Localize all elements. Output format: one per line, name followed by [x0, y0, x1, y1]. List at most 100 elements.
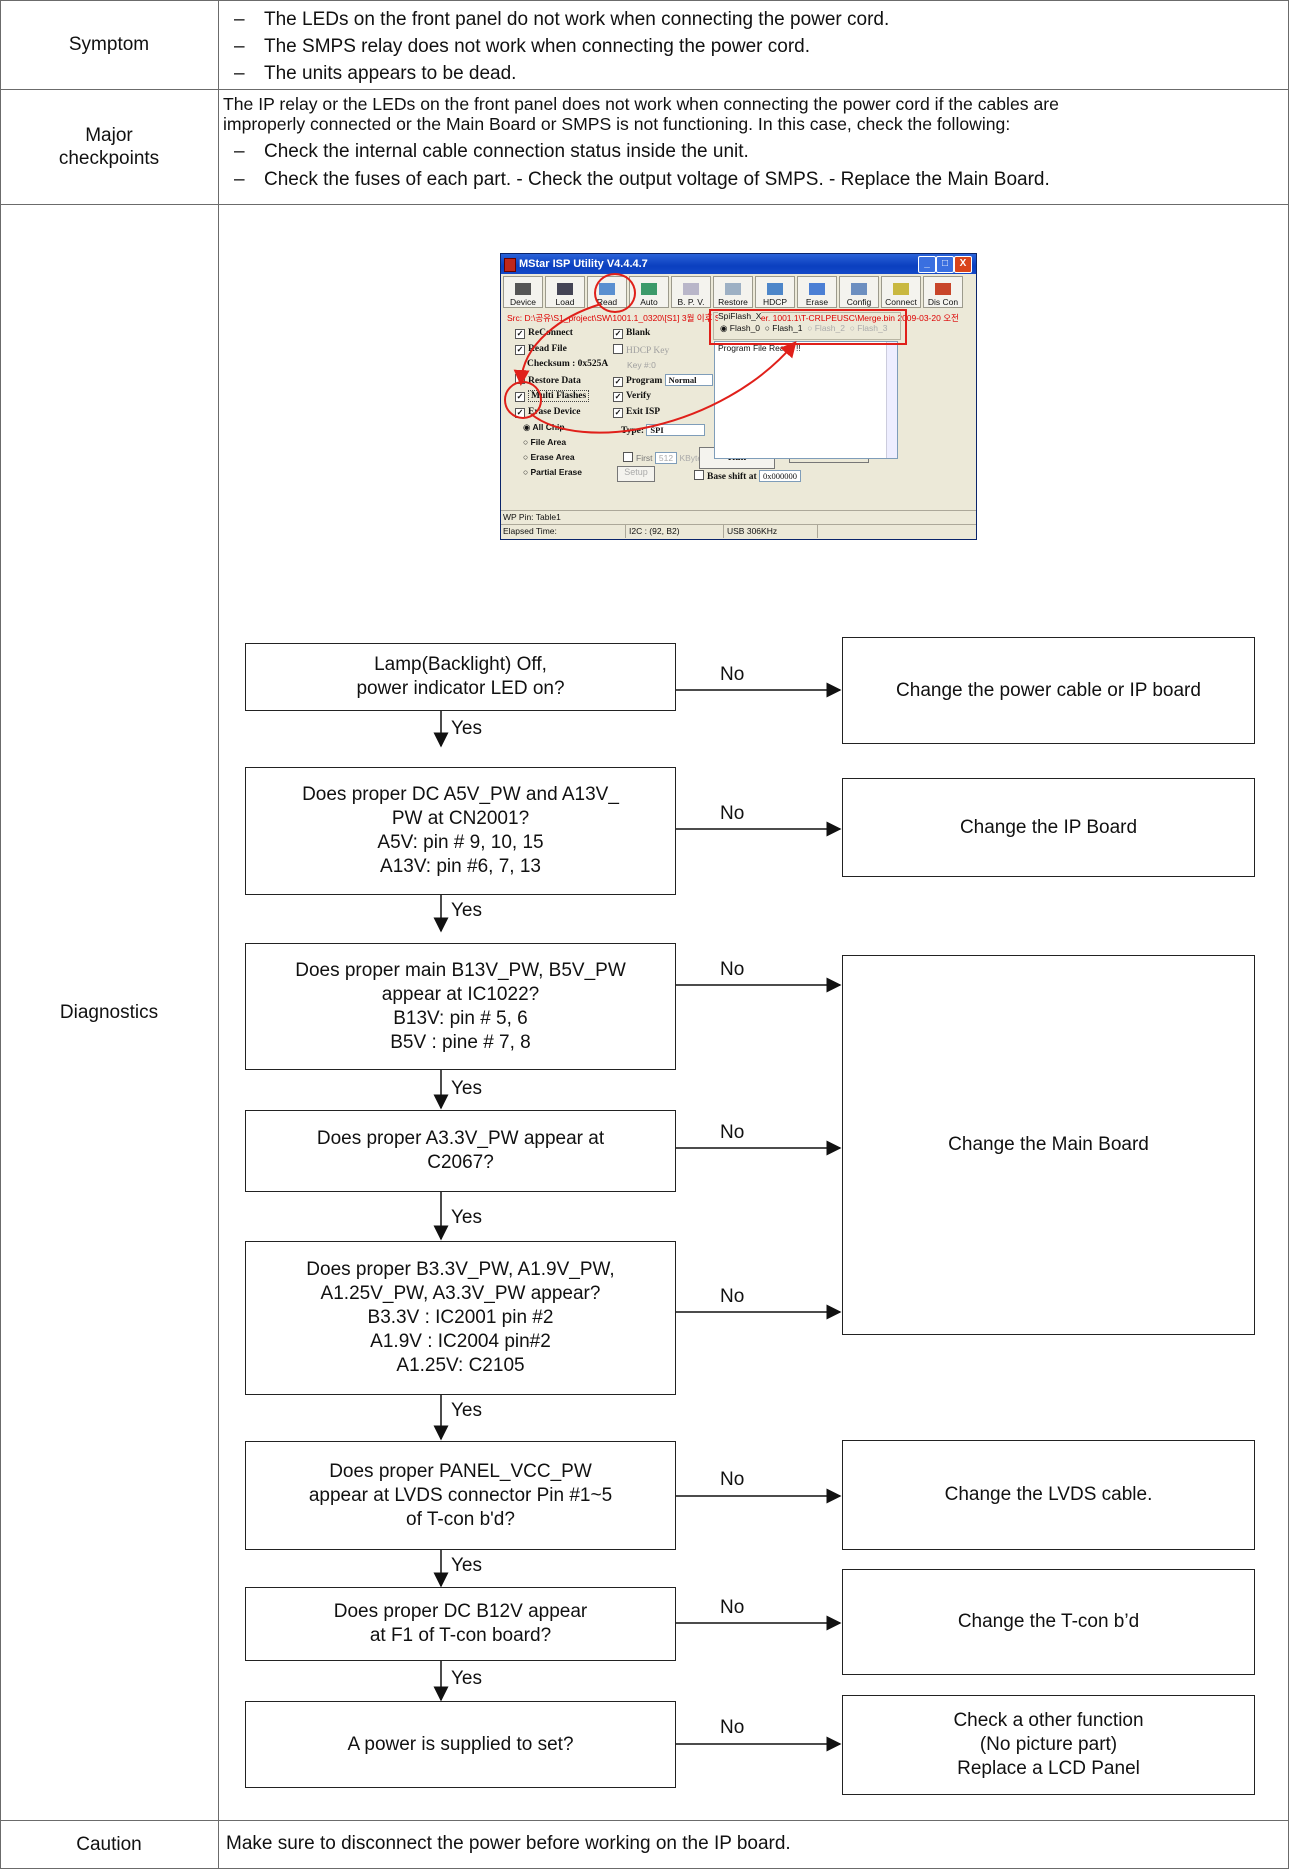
box-line: Change the T-con b’d	[957, 1611, 1140, 1632]
major-paragraph-line: The IP relay or the LEDs on the front pa…	[223, 94, 1059, 114]
bullet-dash: –	[234, 169, 245, 190]
box-line: B5V : pine # 7, 8	[390, 1031, 531, 1053]
box-line: Change the LVDS cable.	[944, 1484, 1153, 1505]
symptom-text: The LEDs on the front panel do not work …	[264, 9, 890, 30]
box-line: A13V: pin #6, 7, 13	[380, 856, 541, 877]
log-scrollbar	[886, 342, 897, 458]
config-button: Config	[839, 276, 879, 308]
decision-ic1022: Does proper main B13V_PW, B5V_PW appear …	[245, 943, 676, 1070]
row-divider	[0, 89, 1289, 90]
diagnostics-label: Diagnostics	[59, 1001, 159, 1023]
status-wp-pin: WP Pin: Table1	[501, 510, 976, 524]
highlight-auto-circle	[594, 273, 636, 313]
row-divider	[0, 1820, 1289, 1821]
tb-label: Connect	[885, 297, 917, 307]
box-line: appear at IC1022?	[381, 983, 540, 1005]
tb-label: Config	[846, 297, 872, 307]
column-divider	[218, 0, 219, 1869]
restore-button: Restore	[713, 276, 753, 308]
no-label: No	[720, 1469, 745, 1490]
checkbox-icon	[694, 470, 704, 480]
action-lvds-cable: Change the LVDS cable.	[842, 1440, 1255, 1550]
setup-button: Setup	[617, 466, 655, 482]
no-label: No	[720, 959, 745, 980]
caution-label: Caution	[76, 1833, 142, 1855]
restore-icon	[725, 283, 741, 295]
major-checkpoints-label: Major checkpoints	[0, 89, 218, 204]
action-power-cable: Change the power cable or IP board	[842, 637, 1255, 744]
status-bar: Elapsed Time: I2C : (92, B2) USB 306KHz	[501, 524, 976, 538]
table-border-left	[0, 0, 1, 1869]
hdcp-button: HDCP	[755, 276, 795, 308]
yes-label: Yes	[451, 1555, 482, 1576]
device-button: Device	[503, 276, 543, 308]
box-line: A power is supplied to set?	[347, 1733, 574, 1755]
box-line: A1.25V_PW, A3.3V_PW appear?	[320, 1283, 601, 1304]
decision-b12v: Does proper DC B12V appear at F1 of T-co…	[245, 1587, 676, 1661]
tb-label: Auto	[640, 297, 658, 307]
tb-label: Erase	[805, 297, 829, 307]
box-line: (No picture part)	[979, 1734, 1118, 1755]
flash-label: Flash_3	[857, 323, 888, 333]
tb-label: Dis Con	[927, 297, 959, 307]
elapsed-label: Elapsed Time:	[503, 526, 557, 536]
erase-mode-partial: ○ Partial Erase	[523, 467, 583, 477]
close-icon: X	[954, 256, 972, 273]
first-label: First	[636, 453, 653, 463]
decision-b33v: Does proper B3.3V_PW, A1.9V_PW, A1.25V_P…	[245, 1241, 676, 1395]
bullet-dash: –	[234, 63, 245, 84]
box-line: at F1 of T-con board?	[369, 1625, 552, 1646]
minimize-icon: _	[918, 256, 936, 273]
erase-icon	[809, 283, 825, 295]
app-icon	[504, 258, 516, 272]
symptom-label: Symptom	[68, 34, 150, 55]
connect-icon	[893, 283, 909, 295]
flash-options: ◉ Flash_0 ○ Flash_1 ○ Flash_2 ○ Flash_3	[720, 323, 888, 333]
tb-label: Load	[555, 297, 575, 307]
row-divider	[0, 204, 1289, 205]
config-icon	[851, 283, 867, 295]
box-line: Does proper DC A5V_PW and A13V_	[302, 784, 619, 805]
major-text: Check the internal cable connection stat…	[264, 141, 749, 162]
hdcp-icon	[767, 283, 783, 295]
action-ip-board: Change the IP Board	[842, 778, 1255, 877]
yes-label: Yes	[451, 900, 482, 921]
load-icon	[557, 283, 573, 295]
label-line: Major	[85, 124, 133, 146]
tb-label: HDCP	[762, 297, 788, 307]
maximize-icon: □	[936, 256, 954, 273]
tb-label: Device	[510, 297, 536, 307]
bullet-dash: –	[234, 36, 245, 57]
flash-label: Flash_2	[814, 323, 845, 333]
no-label: No	[720, 664, 745, 685]
i2c-label: I2C : (92, B2)	[625, 525, 680, 538]
status-text: WP Pin: Table1	[503, 512, 561, 522]
decision-panel-vcc: Does proper PANEL_VCC_PW appear at LVDS …	[245, 1441, 676, 1550]
connect-button: Connect	[881, 276, 921, 308]
checkbox-icon	[623, 452, 633, 462]
action-lcd-panel: Check a other function (No picture part)…	[842, 1695, 1255, 1795]
auto-button: Auto	[629, 276, 669, 308]
bpv-icon	[683, 283, 699, 295]
isp-utility-screenshot: MStar ISP Utility V4.4.4.7 _ □ X Device …	[500, 253, 977, 540]
spiflash-group: SpiFlash_X ◉ Flash_0 ○ Flash_1 ○ Flash_2…	[713, 311, 901, 340]
disconnect-icon	[935, 283, 951, 295]
box-line: Does proper PANEL_VCC_PW	[329, 1460, 592, 1482]
box-line: of T-con b'd?	[406, 1508, 515, 1530]
major-paragraph-line: improperly connected or the Main Board o…	[223, 114, 1011, 134]
major-bullet: –Check the internal cable connection sta…	[228, 140, 749, 164]
action-tcon: Change the T-con b’d	[842, 1569, 1255, 1675]
erase-mode-erase-area: ○ Erase Area	[523, 452, 575, 462]
action-main-board: Change the Main Board	[842, 955, 1255, 1335]
flash-label: Flash_0	[729, 323, 761, 333]
base-shift-label: Base shift at	[707, 472, 757, 482]
caution-text: Make sure to disconnect the power before…	[226, 1833, 791, 1854]
bpv-button: B. P. V.	[671, 276, 711, 308]
no-label: No	[720, 1286, 745, 1307]
auto-icon	[641, 283, 657, 295]
symptom-bullet: –The units appears to be dead.	[228, 62, 516, 86]
no-label: No	[720, 1122, 745, 1143]
usb-label: USB 306KHz	[723, 525, 818, 538]
label-line: checkpoints	[58, 147, 160, 169]
